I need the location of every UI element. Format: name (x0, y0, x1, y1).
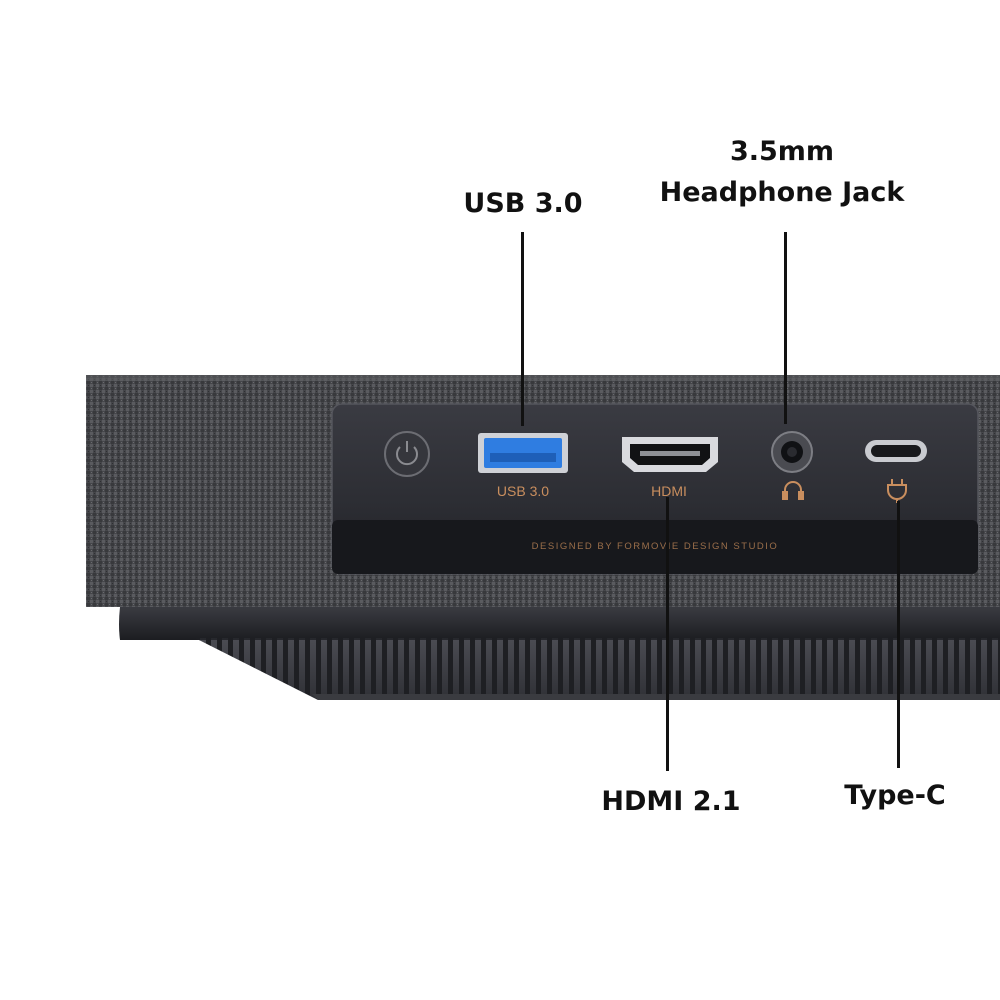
callout-typec: Type-C (844, 780, 946, 811)
leader-jack (784, 232, 787, 424)
brand-strip: DESIGNED BY FORMOVIE DESIGN STUDIO (532, 541, 779, 552)
leader-hdmi (666, 497, 669, 771)
base-plate (119, 607, 1000, 640)
headphone-icon (782, 481, 804, 500)
leader-typec (897, 501, 900, 768)
vent-grille (195, 638, 1000, 700)
headphone-jack (771, 431, 813, 473)
usb-port-label: USB 3.0 (497, 483, 549, 499)
hdmi-port-label: HDMI (651, 483, 687, 499)
callout-usb: USB 3.0 (463, 188, 583, 219)
type-c-port (865, 440, 927, 462)
leader-usb (521, 232, 524, 426)
callout-jack-line1: 3.5mm (729, 136, 835, 167)
callout-jack-line2: Headphone Jack (659, 177, 905, 208)
power-icon (396, 441, 418, 466)
callout-hdmi: HDMI 2.1 (601, 786, 741, 817)
hdmi-port (622, 437, 718, 472)
power-button[interactable] (384, 431, 430, 477)
usb-port (478, 433, 568, 473)
